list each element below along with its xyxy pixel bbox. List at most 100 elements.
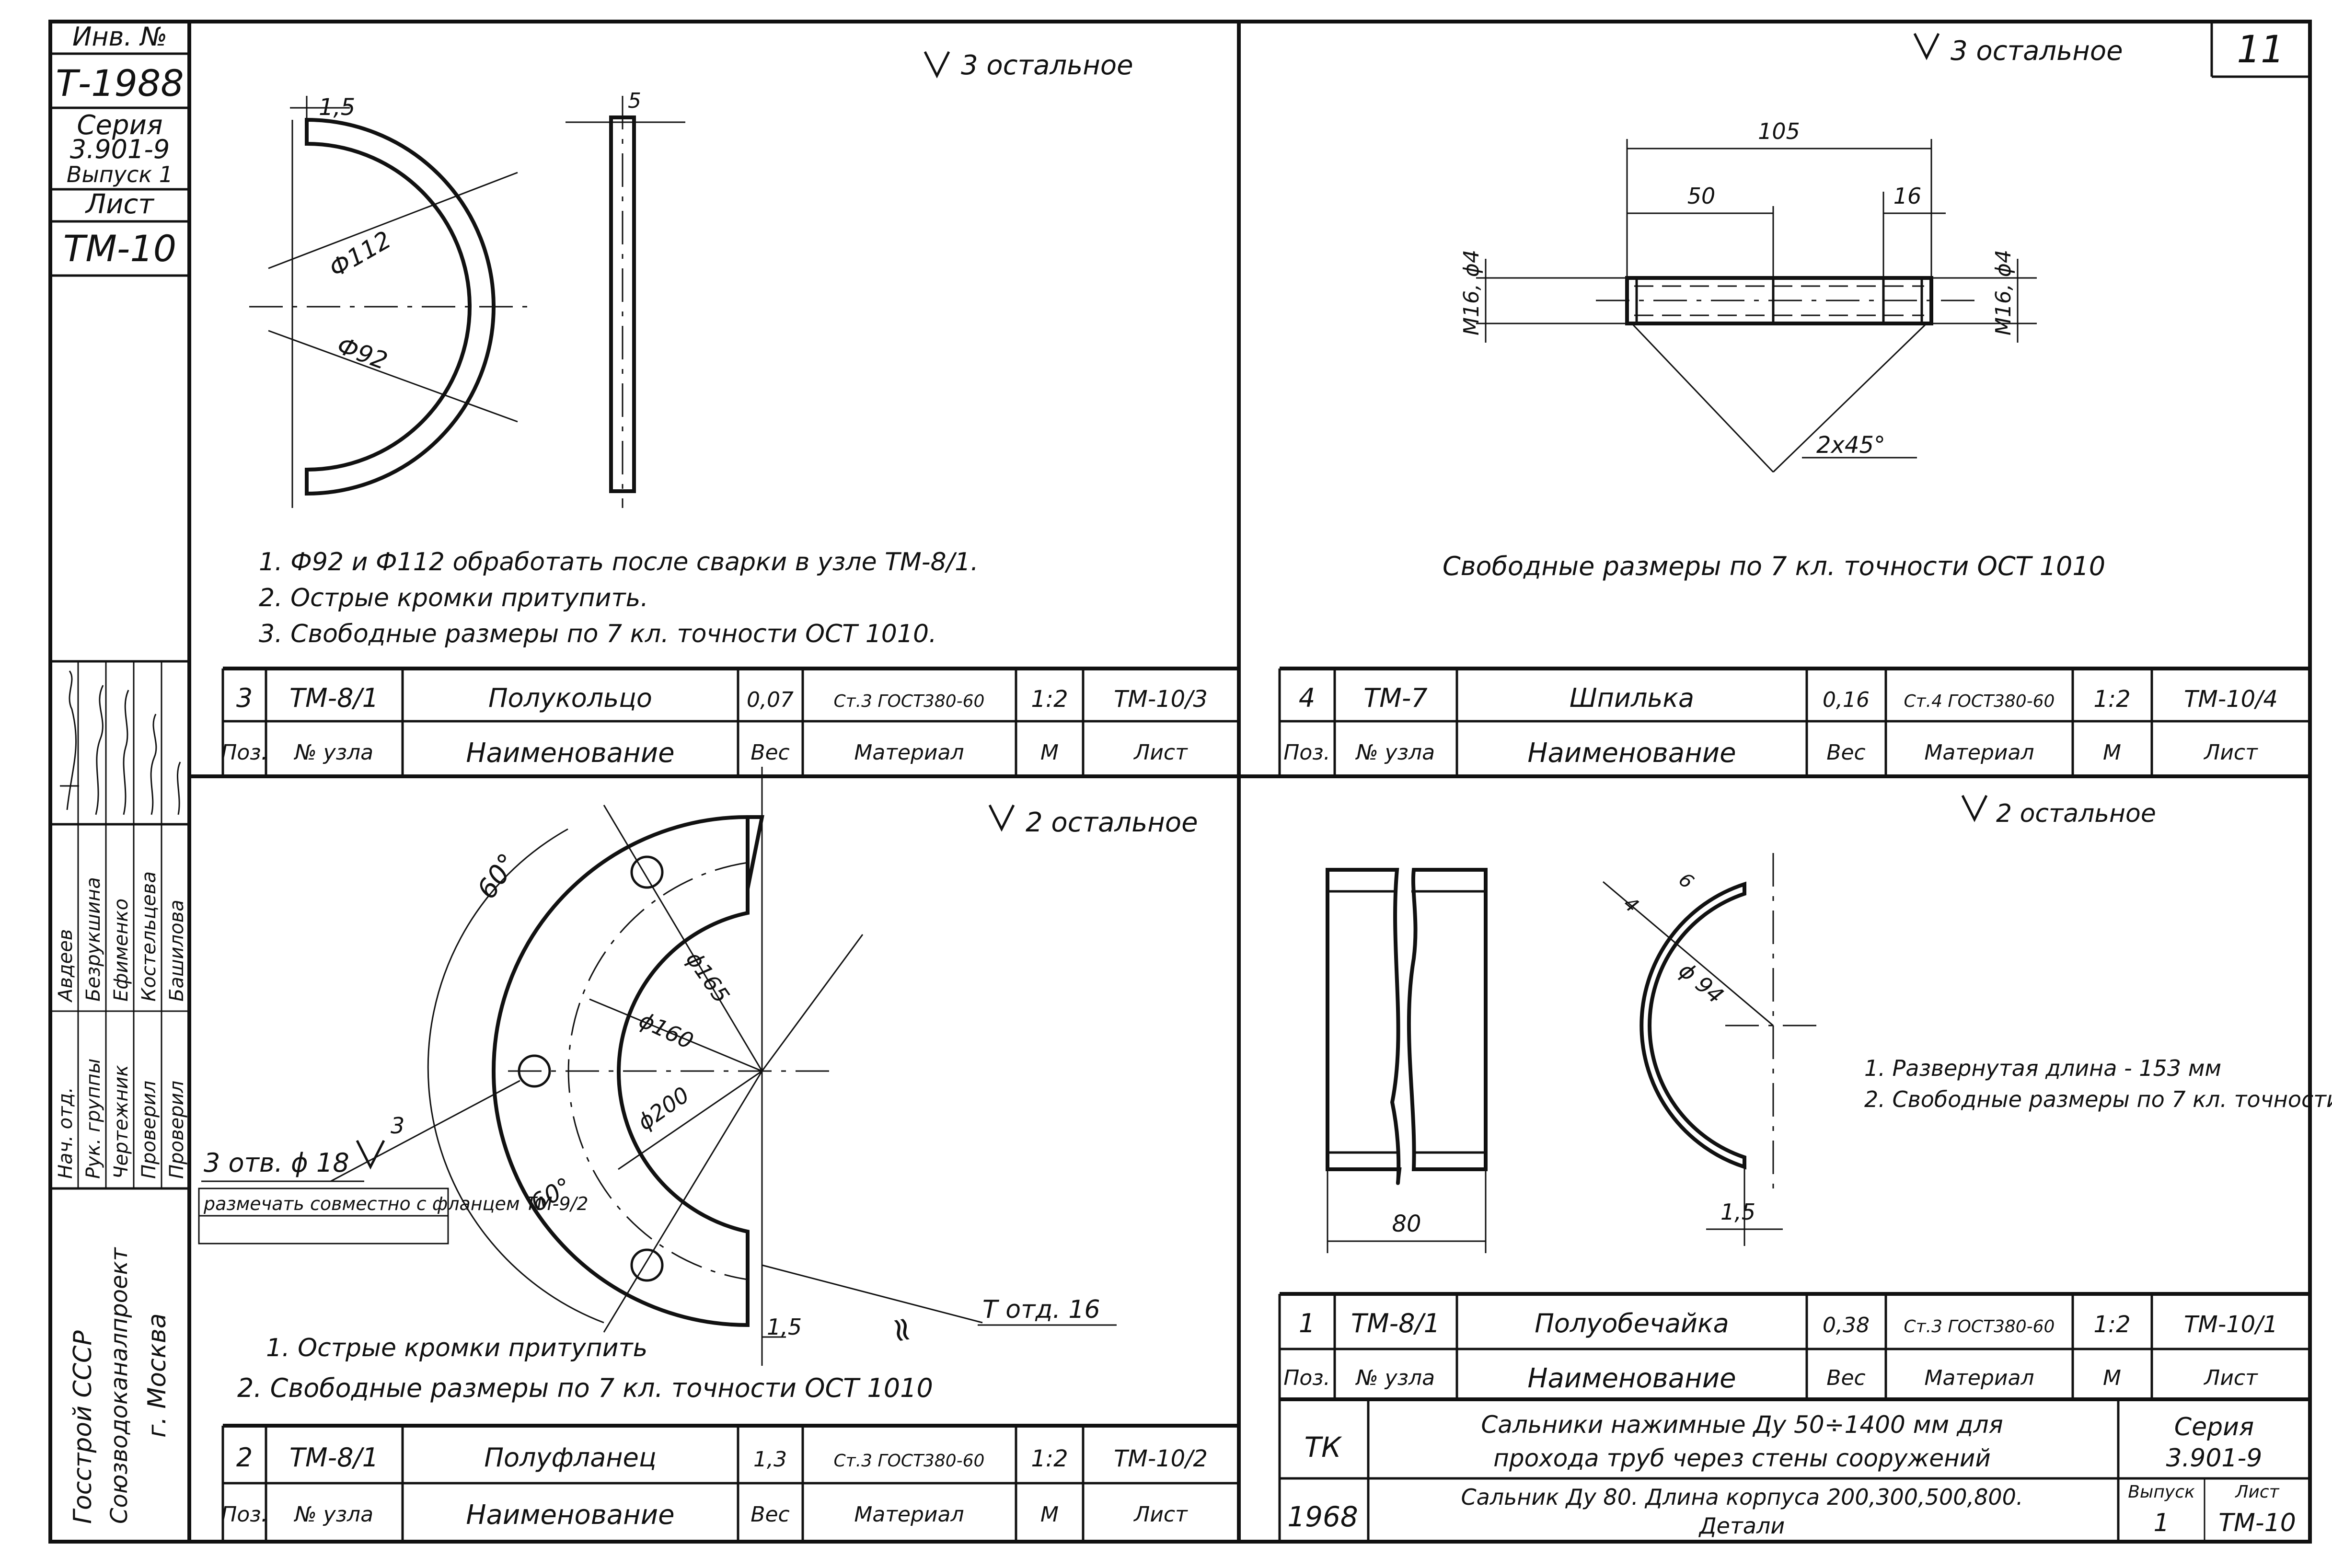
tb-year: 1968 xyxy=(1287,1500,1358,1533)
p3-row-m: 1:2 xyxy=(1031,1445,1068,1472)
p2-row-mat: Ст.4 ГОСТ380-60 xyxy=(1904,692,2055,711)
p2-thread-left: М16, ϕ4 xyxy=(1459,250,1484,335)
p1-row-mat: Ст.3 ГОСТ380-60 xyxy=(834,692,985,711)
stamp-role-4: Проверил xyxy=(138,1081,160,1179)
p3-row-pos: 2 xyxy=(236,1442,253,1473)
outer-frame xyxy=(48,20,2312,1544)
strip-left xyxy=(1326,868,1402,1185)
stamp-name-3: Ефименко xyxy=(110,899,132,1002)
p4-roughness: 2 остальное xyxy=(1996,799,2156,828)
p3-tilde: ≈ xyxy=(881,1313,924,1347)
p4-row-m: 1:2 xyxy=(2093,1311,2130,1338)
spec-table-p2: 4 ТМ-7 Шпилька 0,16 Ст.4 ГОСТ380-60 1:2 … xyxy=(1278,667,2310,776)
p1-row-uzel: ТМ-8/1 xyxy=(289,683,379,713)
p2-thread-right: М16, ϕ4 xyxy=(1991,250,2016,335)
p2-roughness: 3 остальное xyxy=(1951,35,2123,67)
p3-d165: ϕ165 xyxy=(681,946,735,1008)
p1-row-m: 1:2 xyxy=(1031,686,1068,713)
p3-d200: ϕ200 xyxy=(633,1082,694,1135)
p3-row-ves: 1,3 xyxy=(753,1447,787,1472)
p3-row-uzel: ТМ-8/1 xyxy=(289,1442,379,1473)
p3-hole-rough: 3 xyxy=(391,1113,404,1139)
p3-hdr-uzel: № узла xyxy=(293,1502,373,1527)
tb-list-label: Лист xyxy=(2234,1482,2279,1502)
stamp-name-1: Авдеев xyxy=(55,929,77,1003)
p4-hdr-mat: Материал xyxy=(1924,1366,2034,1390)
strip-right xyxy=(1407,868,1488,1171)
stamp-seria-value: 3.901-9 xyxy=(70,134,170,164)
p3-note-1: 1. Острые кромки притупить xyxy=(266,1334,647,1362)
p2-thread-len: 50 xyxy=(1687,183,1716,209)
tb-vypusk-value: 1 xyxy=(2153,1509,2169,1537)
p4-hdr-name: Наименование xyxy=(1527,1363,1736,1394)
p3-roughness: 2 остальное xyxy=(1026,807,1198,838)
p4-small: 6 xyxy=(1674,868,1698,893)
spec-table-p1: 3 ТМ-8/1 Полукольцо 0,07 Ст.3 ГОСТ380-60… xyxy=(221,667,1239,776)
p3-row-list: ТМ-10/2 xyxy=(1114,1445,1208,1472)
stamp-org-2: Союзводоканалпроект xyxy=(106,1246,133,1524)
p2-hdr-list: Лист xyxy=(2203,740,2258,765)
stamp-role-2: Рук. группы xyxy=(82,1059,104,1179)
p4-row-pos: 1 xyxy=(1299,1308,1315,1338)
p2-hdr-pos: Поз. xyxy=(1283,740,1330,765)
panel-poluobechaika: 2 остальное 80 ϕ 94 4 6 1,5 1. Развернут… xyxy=(1326,795,2332,1253)
signature-3 xyxy=(123,690,129,815)
p2-hdr-uzel: № узла xyxy=(1355,740,1435,765)
p2-row-pos: 4 xyxy=(1299,683,1315,713)
stamp-inv-label: Инв. № xyxy=(72,22,167,52)
spec-table-p4: 1 ТМ-8/1 Полуобечайка 0,38 Ст.3 ГОСТ380-… xyxy=(1278,1292,2310,1401)
stamp-role-3: Чертежник xyxy=(110,1065,132,1179)
p1-row-pos: 3 xyxy=(236,683,253,713)
p1-note-2: 2. Острые кромки притупить. xyxy=(259,584,648,612)
tb-vypusk-label: Выпуск xyxy=(2128,1482,2195,1502)
tb-title-1: Сальники нажимные Ду 50÷1400 мм для xyxy=(1481,1411,2003,1439)
p1-inner-d: Ф92 xyxy=(334,332,391,375)
p3-note-2: 2. Свободные размеры по 7 кл. точности О… xyxy=(237,1373,933,1403)
p3-to-thick: Т отд. 16 xyxy=(982,1295,1100,1324)
p4-row-mat: Ст.3 ГОСТ380-60 xyxy=(1904,1317,2055,1337)
tb-subtitle-1: Сальник Ду 80. Длина корпуса 200,300,500… xyxy=(1461,1484,2023,1510)
half-ring-shape xyxy=(305,117,496,496)
title-block: ТК 1968 Сальники нажимные Ду 50÷1400 мм … xyxy=(1278,1399,2310,1542)
roughness-mark-3 xyxy=(988,804,1015,832)
p2-row-uzel: ТМ-7 xyxy=(1363,683,1427,713)
p1-hdr-m: М xyxy=(1040,740,1059,765)
p1-thickness: 1,5 xyxy=(319,94,355,121)
half-shell-shape xyxy=(1639,881,1746,1170)
p4-width: 80 xyxy=(1392,1211,1421,1237)
p4-row-ves: 0,38 xyxy=(1823,1313,1870,1337)
stamp-name-5: Башилова xyxy=(166,899,188,1002)
p3-hdr-mat: Материал xyxy=(854,1502,964,1527)
stamp-role-1: Нач. отд. xyxy=(55,1087,77,1179)
panel-polukoltso: 3 остальное Ф112 Ф92 1,5 5 1. Ф92 и Ф112… xyxy=(249,50,1133,648)
page-number: 11 xyxy=(2237,28,2284,71)
left-stamp: Инв. № Т-1988 Серия 3.901-9 Выпуск 1 Лис… xyxy=(50,22,189,1524)
p4-row-name: Полуобечайка xyxy=(1535,1308,1729,1338)
p4-thickness: 1,5 xyxy=(1720,1199,1755,1225)
signature-2 xyxy=(95,685,104,815)
panel-poluflanets: 2 остальное 60° 60° ϕ165 ϕ160 ϕ200 3 отв… xyxy=(198,767,1198,1403)
half-flange-shape xyxy=(492,815,764,1327)
p2-hdr-m: М xyxy=(2103,740,2121,765)
p2-hdr-mat: Материал xyxy=(1924,740,2034,765)
p1-hdr-ves: Вес xyxy=(750,740,789,765)
p4-hdr-ves: Вес xyxy=(1826,1366,1865,1390)
stamp-name-2: Безрукшина xyxy=(82,877,104,1002)
p3-row-name: Полуфланец xyxy=(484,1442,656,1473)
tb-list-value: ТМ-10 xyxy=(2218,1509,2296,1537)
p2-end-len: 16 xyxy=(1893,183,1922,209)
p1-hdr-name: Наименование xyxy=(466,738,674,769)
panel-shpilka: 3 остальное 105 50 16 М16, ϕ4 М16, ϕ4 2х xyxy=(1443,33,2123,581)
signature-1 xyxy=(60,670,79,810)
tb-code: ТК xyxy=(1305,1431,1342,1464)
bolt-hole-3 xyxy=(630,1248,664,1282)
stamp-list-label: Лист xyxy=(85,189,154,220)
p3-hdr-ves: Вес xyxy=(750,1502,789,1527)
p4-hdr-pos: Поз. xyxy=(1283,1366,1330,1390)
p1-hdr-list: Лист xyxy=(1133,740,1188,765)
p4-row-list: ТМ-10/1 xyxy=(2184,1311,2278,1338)
p3-angle-top: 60° xyxy=(471,848,524,905)
p3-thickness: 1,5 xyxy=(767,1314,802,1340)
p2-row-m: 1:2 xyxy=(2093,686,2130,713)
bolt-hole-1 xyxy=(630,855,664,889)
